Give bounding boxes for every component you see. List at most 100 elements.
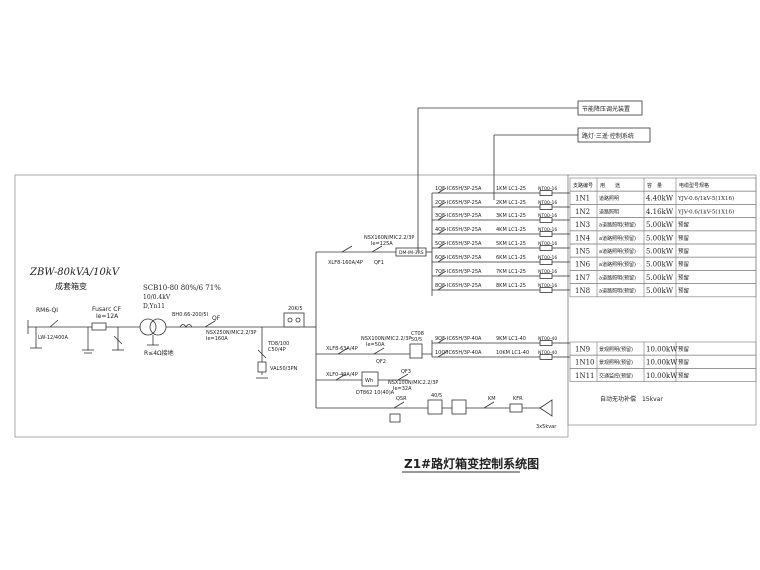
circuit-contactor-label: 7KM LC1-25 [496,269,526,275]
row-id-cell: 1N6 [575,261,591,269]
transformer-secondary [149,318,167,336]
transformer-rating: ZBW-80kVA/10kV [29,267,121,278]
breaker-main-ie: Ie=160A [206,336,228,342]
ct2b-label: 50/5 [411,337,422,343]
circuit-breaker-label: 4QF [435,227,445,233]
row-id-cell: 1N1 [575,195,590,203]
td2-label: C50/4P [268,347,286,353]
circuit-terminal-label: NT00-16 [538,255,557,261]
row-cable-cell: 预留 [678,247,690,255]
circuit-breaker-label: 10QF [435,350,448,356]
compensation-note: 自动无功补偿 15kvar [600,395,663,403]
transformer-model: SCB10-80 80%/6 71% [143,284,221,292]
cap-meter-box [451,399,467,415]
circuit-model-label: IC65H/3P-40A [447,350,482,356]
circuit-breaker-label: 1QF [435,186,445,192]
transformer-ratio: 10/0.4kV [143,294,171,301]
ct2-label: CT08 [411,331,424,337]
circuit-model-label: IC65H/3P-25A [447,200,482,206]
row-id-cell: 1N9 [575,346,590,354]
row-use-cell: 交通监控(预留) [599,372,633,379]
row-id-cell: 1N8 [575,287,590,295]
circuit-breaker-label: 6QF [435,255,445,261]
cap-ct-label: 40/5 [431,393,442,399]
cap-ct-box [427,399,443,415]
transformer-note: 成套箱变 [55,281,87,291]
circuit-terminal-label: NT00-16 [538,213,557,219]
nsx3-ie: Ie=32A [393,386,412,392]
wh-meter-box [361,371,379,387]
compens-label: 3x5kvar [536,424,557,430]
spd-symbol [257,361,267,373]
circuit-model-label: IC65H/3P-40A [447,336,482,342]
qf2-label: QF2 [376,359,386,365]
nsx1-ie: Ie=125A [371,241,393,247]
circuit-terminal-label: NT00-16 [538,241,557,247]
row-cable-cell: 预留 [678,287,690,295]
table-header-cell: 容 量 [647,182,662,189]
capacitor-symbol [539,399,553,417]
circuit-contactor-label: 2KM LC1-25 [496,200,526,206]
row-id-cell: 1N4 [575,234,591,242]
fuse-terminal-symbol [539,340,553,346]
breaker-main-label: NSX250N/MIC2.2/3P [206,330,256,336]
row-use-cell: 道路照明 [599,195,619,202]
row-id-cell: 1N3 [575,221,590,229]
circuit-model-label: IC65H/3P-25A [447,227,482,233]
circuit-terminal-label: NT00-40 [538,336,557,342]
circuit-breaker-label: 2QF [435,200,445,206]
fuse-terminal-symbol [539,245,553,251]
circuit-breaker-label: 5QF [435,241,445,247]
circuit-model-label: IC65H/3P-25A [447,241,482,247]
row-use-cell: a道路照明(预留) [599,288,636,295]
nsx1-label: NSX160N/MIC2.2/3P [364,235,414,241]
xlf3-label: XLF0-40A/4P [326,372,358,378]
row-cable-cell: 预留 [678,371,690,379]
remote-box [577,127,651,143]
circuit-contactor-label: 6KM LC1-25 [496,255,526,261]
row-use-cell: a道路照明(预留) [599,261,636,268]
circuit-contactor-label: 5KM LC1-25 [496,241,526,247]
circuit-model-label: IC65H/3P-25A [447,269,482,275]
transformer-primary [139,318,157,336]
row-cable-cell: 预留 [678,345,690,353]
row-id-cell: 1N10 [575,359,595,367]
row-cable-cell: 预留 [678,260,690,268]
row-capacity-cell: 5.00kW [646,234,674,242]
row-cable-cell: YJV-0.6/1kV-5(1X16) [677,208,734,215]
ct2-box [409,343,423,359]
qsr-label: QSR [396,396,407,402]
circuit-breaker-label: 9QF [435,336,445,342]
table-header-cell: 用 途 [600,182,620,189]
xlf2-label: XLF8-63A/4P [326,346,358,352]
row-use-cell: 景观照明(预留) [599,359,633,366]
row-cable-cell: 预留 [678,273,690,281]
row-capacity-cell: 5.00kW [646,248,674,256]
kfr-box [509,403,523,413]
fuse-symbol [91,322,107,331]
row-capacity-cell: 5.00kW [646,274,674,282]
nsx2-label: NSX100N/MIC2.2/3P [361,336,411,342]
kfr-label: KFR [513,396,523,402]
circuit-contactor-label: 9KM LC1-40 [496,336,526,342]
saver-box [577,100,643,116]
qsr-box [389,413,401,423]
table-header-row [569,177,757,192]
row-use-cell: a道路照明(预留) [599,235,636,242]
row-capacity-cell: 4.16kW [646,208,674,216]
